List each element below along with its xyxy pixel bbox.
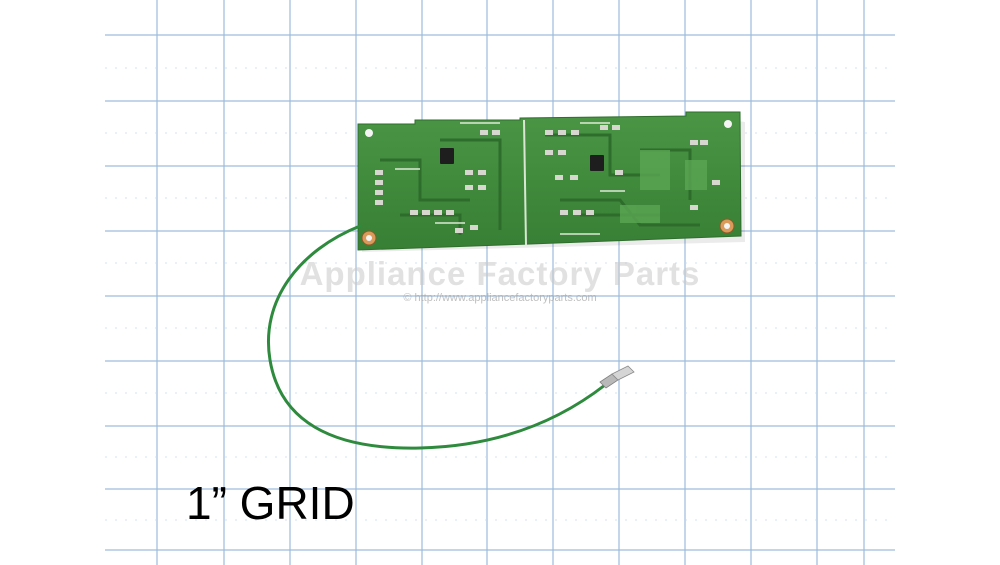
grid-scale-label: 1” GRID bbox=[186, 477, 355, 529]
mounting-hole-icon bbox=[361, 120, 735, 246]
watermark-url: © http://www.appliancefactoryparts.com bbox=[403, 292, 597, 304]
spade-terminal-icon bbox=[599, 365, 635, 389]
watermark-brand: Appliance Factory Parts bbox=[299, 255, 701, 292]
ground-wire bbox=[267, 224, 607, 450]
